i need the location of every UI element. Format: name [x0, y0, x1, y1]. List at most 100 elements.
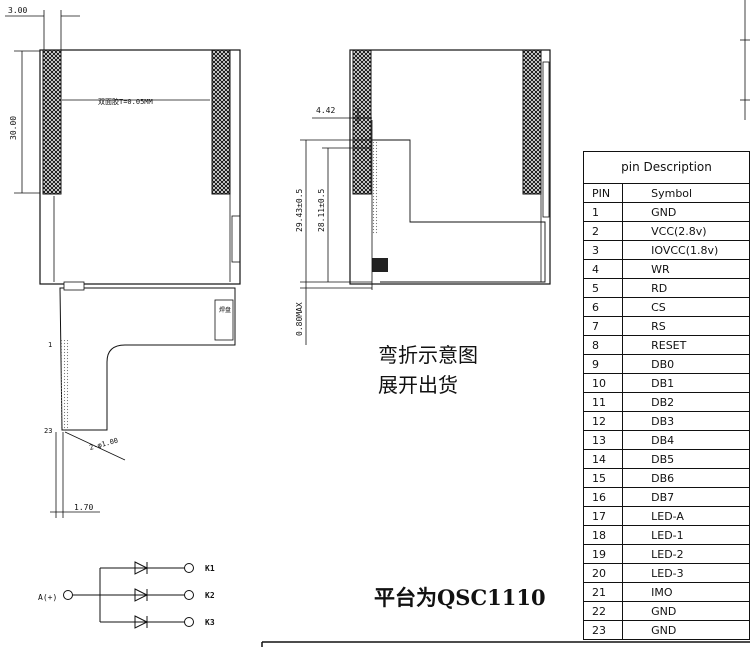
pin-symbol: IMO — [622, 582, 750, 602]
front-fpc-label: 2-φ1.00 — [88, 437, 119, 452]
platform-note: 平台为QSC1110 — [374, 585, 546, 610]
pin-symbol: VCC(2.8v) — [622, 221, 750, 241]
pin-symbol: DB2 — [622, 392, 750, 412]
pin-symbol: GND — [622, 202, 750, 222]
front-tape-label: 双面胶T=0.05MM — [98, 97, 153, 106]
led-circuit: A(+) K1 K2 K3 — [38, 561, 215, 629]
bend-note-line2: 展开出货 — [378, 373, 458, 397]
pin-number: 19 — [582, 544, 624, 564]
pin-table-title-row: pin Description — [583, 151, 750, 184]
pin-number: 2 — [582, 221, 624, 241]
pin-number: 7 — [582, 316, 624, 336]
front-small-note: 焊盘 — [219, 306, 231, 314]
front-pin-last: 23 — [44, 427, 52, 435]
side-dim-442: 4.42 — [316, 106, 335, 115]
pin-number: 1 — [582, 202, 624, 222]
pin-number: 11 — [582, 392, 624, 412]
pin-symbol: WR — [622, 259, 750, 279]
pin-symbol: LED-1 — [622, 525, 750, 545]
pin-number: 13 — [582, 430, 624, 450]
pin-number: 15 — [582, 468, 624, 488]
pin-table-header-row: PIN Symbol — [582, 183, 750, 203]
pin-symbol: GND — [622, 620, 750, 640]
front-dim-top: 3.00 — [8, 6, 27, 15]
led-anode-label: A(+) — [38, 593, 57, 602]
pin-symbol: LED-A — [622, 506, 750, 526]
side-dim-281: 28.11±0.5 — [317, 188, 326, 232]
side-dim-294: 29.43±0.5 — [295, 188, 304, 232]
front-dim-bottom: 1.70 — [74, 503, 93, 512]
side-dim-max: 0.80MAX — [295, 302, 304, 336]
pin-number: 6 — [582, 297, 624, 317]
pin-symbol: DB6 — [622, 468, 750, 488]
pin-symbol: DB7 — [622, 487, 750, 507]
pin-symbol: RS — [622, 316, 750, 336]
led-k2-label: K2 — [205, 591, 215, 600]
pin-number: 8 — [582, 335, 624, 355]
pin-number: 5 — [582, 278, 624, 298]
front-pin-first: 1 — [48, 341, 52, 349]
pin-number: 21 — [582, 582, 624, 602]
bend-note-line1: 弯折示意图 — [378, 343, 478, 367]
bend-note: 弯折示意图 展开出货 — [378, 340, 478, 400]
pin-symbol: RD — [622, 278, 750, 298]
pin-number: 18 — [582, 525, 624, 545]
pin-number: 4 — [582, 259, 624, 279]
pin-number: 22 — [582, 601, 624, 621]
pin-symbol: CS — [622, 297, 750, 317]
pin-number: 9 — [582, 354, 624, 374]
pin-number: 14 — [582, 449, 624, 469]
pin-number: 20 — [582, 563, 624, 583]
pin-symbol: LED-3 — [622, 563, 750, 583]
pin-symbol: DB4 — [622, 430, 750, 450]
pin-number: 17 — [582, 506, 624, 526]
pin-number: 12 — [582, 411, 624, 431]
front-dim-side: 30.00 — [9, 116, 18, 140]
drawing-frame — [261, 0, 750, 647]
pin-number: 16 — [582, 487, 624, 507]
pin-symbol: IOVCC(1.8v) — [622, 240, 750, 260]
led-k1-label: K1 — [205, 564, 215, 573]
pin-number: 23 — [582, 620, 624, 640]
side-view: 4.42 29.43±0.5 28.11±0.5 0.80MAX — [295, 49, 551, 345]
pin-symbol: RESET — [622, 335, 750, 355]
pin-symbol: GND — [622, 601, 750, 621]
pin-symbol: DB5 — [622, 449, 750, 469]
pin-symbol: DB3 — [622, 411, 750, 431]
pin-number: 3 — [582, 240, 624, 260]
pin-table-title: pin Description — [583, 151, 750, 184]
pin-number: 10 — [582, 373, 624, 393]
front-view: 3.00 30.00 双面胶T=0.05MM 焊盘 1 23 2-φ1.00 1… — [5, 6, 241, 518]
pin-symbol: DB1 — [622, 373, 750, 393]
symbol-column-header: Symbol — [622, 183, 750, 203]
pin-symbol: LED-2 — [622, 544, 750, 564]
pin-symbol: DB0 — [622, 354, 750, 374]
led-k3-label: K3 — [205, 618, 215, 627]
